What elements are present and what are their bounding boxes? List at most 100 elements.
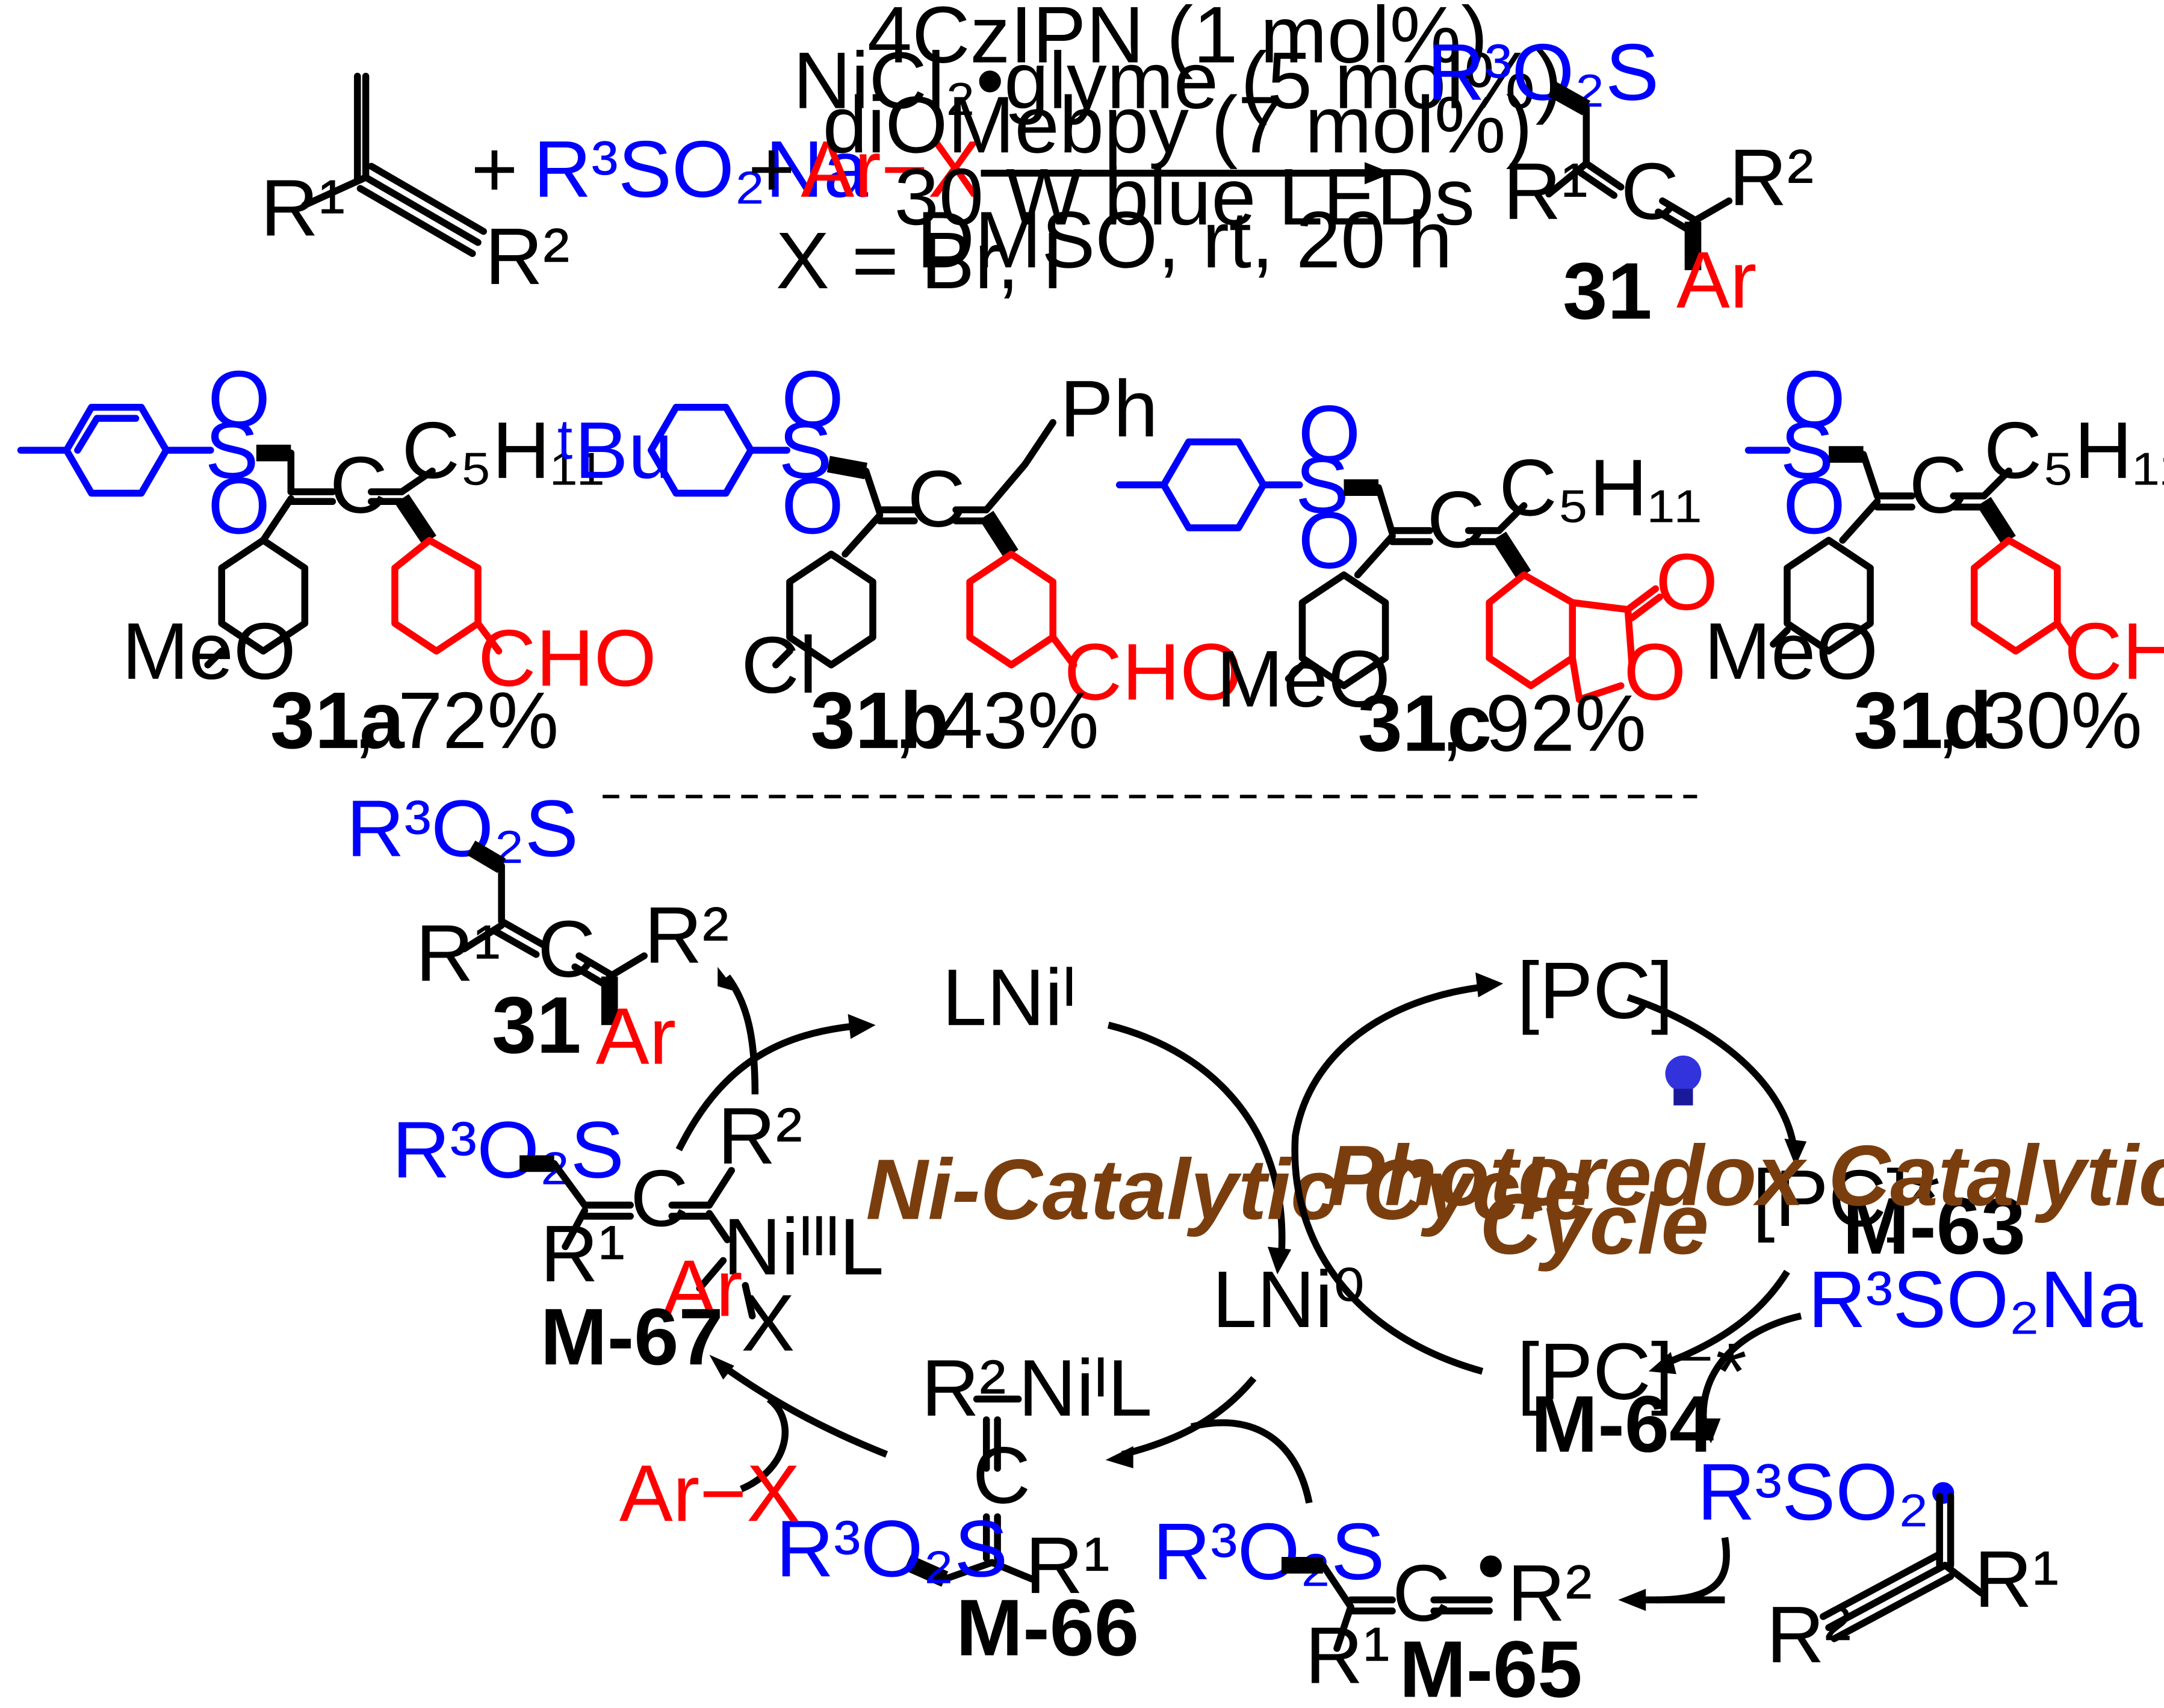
ni-cycle-label: Ni-Catalytic Cycle bbox=[866, 1142, 1591, 1237]
enyne-reactant: R¹ R² bbox=[261, 72, 570, 302]
alkyl-group: Ph bbox=[1060, 364, 1158, 454]
substituent-label: MeO bbox=[122, 607, 296, 696]
oxygen-atom: O bbox=[1783, 354, 1846, 444]
r1-label: R¹ bbox=[541, 1209, 625, 1299]
radical-dot: • bbox=[1477, 1521, 1505, 1611]
lactone-oxygen: O bbox=[1623, 627, 1686, 717]
oxygen-atom: O bbox=[781, 354, 844, 444]
photocatalyst: [PC] bbox=[1517, 946, 1673, 1036]
reduced-photocatalyst: [PC]⁻* bbox=[1517, 1327, 1747, 1417]
arrow-head bbox=[1365, 162, 1393, 185]
reduction-arrow bbox=[1661, 1269, 1790, 1368]
allene-carbon: C bbox=[908, 454, 966, 544]
r2-label: R² bbox=[922, 1343, 1006, 1433]
alkyl-group: C₅H₁₁ bbox=[401, 406, 604, 495]
sulfur-atom: S bbox=[1780, 406, 1834, 495]
sulfonyl-group: R³O₂S bbox=[776, 1504, 1008, 1594]
sulfur-atom: S bbox=[778, 406, 832, 495]
compound-yield: , 30% bbox=[1937, 676, 2142, 766]
compound-id: 31b bbox=[810, 676, 949, 766]
product-release-arrow bbox=[724, 974, 759, 1095]
sulfonyl-radical: R³SO₂• bbox=[1697, 1447, 1957, 1537]
intermediate-m65: R³O₂S C • R² R¹ M-65 bbox=[1153, 1507, 1592, 1708]
m63-label: M-63 bbox=[1843, 1181, 2026, 1271]
r1-label: R¹ bbox=[415, 909, 500, 998]
product-31: R³O₂S R¹ C R² Ar 31 bbox=[1427, 28, 1814, 336]
r1-label: R¹ bbox=[261, 163, 346, 253]
oxygen-atom: O bbox=[781, 461, 844, 551]
intermediate-m66: R² NiᴵL C R¹ R³O₂S M-66 bbox=[776, 1343, 1152, 1672]
plus-sign: + bbox=[471, 125, 518, 214]
example-31c: S O O C C₅H₁₁ MeO O O 31c , 92% bbox=[1115, 389, 1718, 769]
r1-label: R¹ bbox=[1305, 1611, 1390, 1700]
nickel-i-species: LNiᴵ bbox=[942, 953, 1076, 1042]
allene-carbon: C bbox=[1909, 441, 1967, 530]
aryl-substituent: CHO bbox=[2064, 607, 2164, 696]
oxygen-atom: O bbox=[208, 354, 270, 444]
substituent-label: MeO bbox=[1704, 607, 1878, 696]
allene-carbon: C bbox=[1427, 475, 1485, 565]
substituent-label: MeO bbox=[1217, 634, 1390, 724]
aryl-label: Ar bbox=[596, 992, 676, 1081]
compound-yield: , 72% bbox=[353, 676, 559, 766]
aryl-halide: Ar−X bbox=[801, 125, 981, 214]
aryl-substituent: CHO bbox=[1064, 627, 1243, 717]
condition-nickel: NiCl₂•glyme (5 mol%) bbox=[793, 36, 1562, 126]
example-31b: ᵗBu S O O C Ph Cl CHO 31b , 43% bbox=[557, 354, 1242, 766]
radical-entry-arrow bbox=[1190, 1419, 1313, 1504]
r2-label: R² bbox=[1507, 1549, 1592, 1638]
cycle-arrow bbox=[1107, 1021, 1286, 1254]
m67-label: M-67 bbox=[541, 1292, 724, 1382]
sulfonyl-group: R³O₂S bbox=[392, 1105, 624, 1195]
r2-label: R² bbox=[718, 1091, 802, 1181]
allene-carbon: C bbox=[973, 1431, 1031, 1520]
sulfur-atom: S bbox=[1295, 441, 1349, 530]
r1-label: R¹ bbox=[1025, 1521, 1110, 1611]
alkyl-group: C₅H₁₁ bbox=[1499, 443, 1702, 533]
nickel-iii-center: NiᴵᴵᴵL bbox=[723, 1202, 884, 1292]
aryl-halide: Ar−X bbox=[619, 1449, 800, 1538]
light-bulb-icon bbox=[1665, 1055, 1702, 1106]
allene-carbon: C bbox=[330, 441, 388, 530]
sulfinate-arrow bbox=[1699, 1312, 1802, 1428]
product-label: 31 bbox=[1563, 246, 1652, 336]
oxygen-atom: O bbox=[1783, 461, 1846, 551]
tbutyl-group: ᵗBu bbox=[557, 406, 673, 495]
intermediate-m67: R³O₂S C R² R¹ NiᴵᴵᴵL Ar X M-67 bbox=[392, 1091, 884, 1382]
radical-addition-arrow bbox=[1655, 1536, 1730, 1604]
r1-label: R¹ bbox=[1974, 1535, 2059, 1624]
halide-definition: X = Br, I bbox=[776, 216, 1064, 306]
product-label: 31 bbox=[492, 980, 581, 1070]
plus-sign: + bbox=[748, 125, 795, 214]
sulfonyl-group: R³O₂S bbox=[1427, 28, 1659, 117]
aryl-label: Ar bbox=[1676, 235, 1756, 325]
condition-solvent: DMSO, rt, 20 h bbox=[917, 195, 1452, 285]
oxygen-atom: O bbox=[1298, 496, 1361, 586]
halide-ligand: X bbox=[741, 1278, 795, 1368]
condition-light: 30 W blue LEDs bbox=[894, 152, 1475, 242]
photoredox-cycle-label: Photoredox Catalytic bbox=[1327, 1128, 2164, 1224]
carbonyl-oxygen: O bbox=[1655, 537, 1718, 627]
r2-label: R² bbox=[644, 891, 729, 980]
r2-label: R² bbox=[1729, 133, 1814, 223]
photoredox-cycle-label-2: Cycle bbox=[1480, 1177, 1709, 1272]
sulfinate-reagent: R³SO₂Na bbox=[533, 125, 869, 214]
alkyl-group: C₅H₁₁ bbox=[1984, 406, 2164, 495]
nickel-i-center: NiᴵL bbox=[1018, 1343, 1153, 1433]
aryl-substituent: CHO bbox=[478, 613, 657, 703]
compound-id: 31c bbox=[1358, 679, 1492, 769]
sulfonyl-group: R³O₂S bbox=[1153, 1507, 1384, 1597]
compound-id: 31d bbox=[1853, 676, 1992, 766]
r2-label: R² bbox=[485, 212, 570, 302]
allene-carbon: C bbox=[630, 1154, 688, 1243]
oxidative-addition-arrow bbox=[718, 1361, 888, 1458]
oxygen-atom: O bbox=[1298, 389, 1361, 479]
r2-label: R² bbox=[1766, 1590, 1851, 1680]
m66-label: M-66 bbox=[956, 1583, 1139, 1672]
sulfur-atom: S bbox=[205, 406, 259, 495]
compound-id: 31a bbox=[270, 676, 405, 766]
compound-yield: , 92% bbox=[1441, 679, 1646, 769]
m65-label: M-65 bbox=[1400, 1624, 1583, 1708]
excitation-arrow bbox=[1626, 994, 1798, 1151]
